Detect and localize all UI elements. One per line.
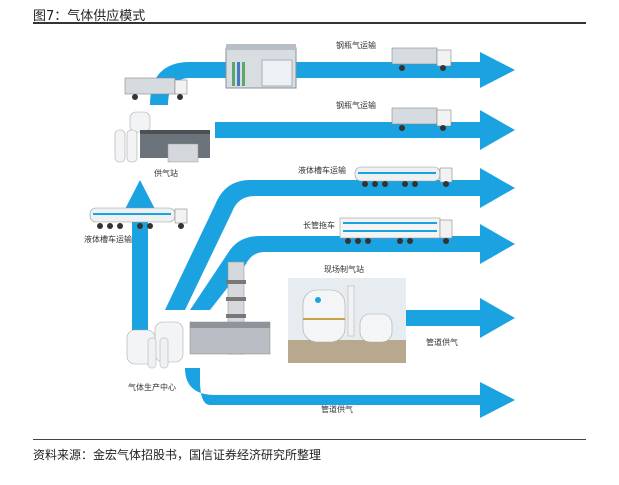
onsite-plant-photo [288, 278, 406, 363]
figure-source: 资料来源：金宏气体招股书，国信证券经济研究所整理 [33, 448, 322, 462]
flow-arrow-to-supply-station [122, 180, 158, 330]
flow-arrow-pipeline-bottom [185, 368, 515, 418]
label-pipeline-bottom: 管道供气 [321, 404, 353, 414]
flow-arrow-cylinder-1 [150, 52, 515, 105]
label-pipeline-onsite: 管道供气 [426, 337, 458, 347]
flow-arrow-pipeline-onsite [405, 298, 515, 338]
label-cylinder-transport-1: 钢瓶气运输 [336, 40, 376, 50]
production-center-illustration [126, 261, 271, 369]
cylinder-truck-icon [391, 47, 452, 71]
label-onsite-plant: 现场制气站 [324, 264, 364, 274]
label-supply-station: 供气站 [154, 168, 178, 178]
title-rule [33, 22, 586, 24]
flow-arrow-liquid-tanker [165, 168, 515, 310]
flow-arrow-tube-trailer [190, 224, 515, 310]
label-production-center: 气体生产中心 [128, 382, 176, 392]
liquid-tanker-truck-icon [89, 207, 188, 229]
label-tube-trailer: 长管拖车 [303, 220, 335, 230]
flow-arrow-cylinder-2 [215, 110, 515, 150]
label-liquid-tanker-1: 液体槽车运输 [298, 165, 346, 175]
tube-trailer-truck-icon [339, 217, 453, 244]
figure-title: 图7：气体供应模式 [33, 9, 146, 24]
cylinder-truck-icon [124, 77, 188, 100]
label-cylinder-transport-2: 钢瓶气运输 [336, 100, 376, 110]
liquid-tanker-truck-icon [354, 166, 453, 187]
supply-station-illustration [114, 111, 210, 163]
filling-station-illustration [225, 44, 297, 89]
source-rule [33, 439, 586, 440]
cylinder-truck-icon [391, 107, 452, 131]
label-liquid-tanker-2: 液体槽车运输 [84, 234, 132, 244]
